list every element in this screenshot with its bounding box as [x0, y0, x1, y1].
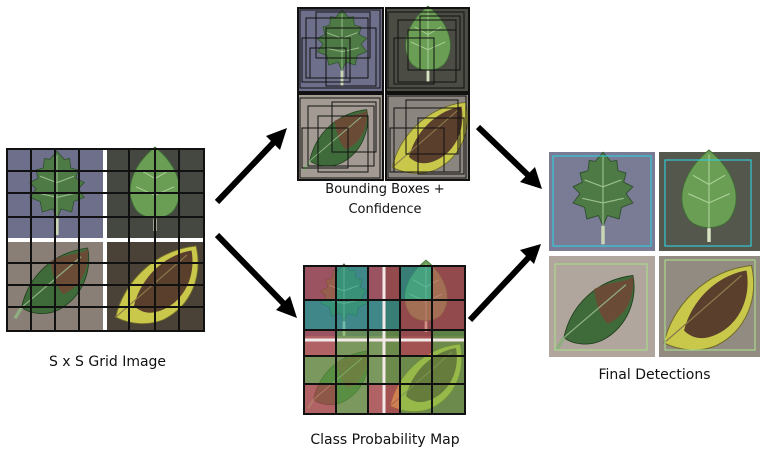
arrow-grid-to-boxes [214, 128, 287, 205]
class-overlays [304, 266, 465, 414]
final-detections-caption: Final Detections [598, 367, 711, 383]
arrow-boxes-to-detections [475, 124, 542, 189]
grid-image-caption: S x S Grid Image [48, 354, 167, 370]
grid-lines [6, 148, 205, 332]
class-probability-map-caption: Class Probability Map [310, 432, 460, 448]
final-detections-image [549, 148, 760, 357]
bounding-boxes-caption-line2: Confidence [348, 202, 422, 217]
class-probability-map [303, 258, 466, 415]
arrow-grid-to-classmap [214, 232, 297, 318]
bounding-boxes-caption: Bounding Boxes + Confidence [290, 180, 480, 220]
arrow-classmap-to-detections [467, 244, 541, 323]
bounding-boxes-caption-line1: Bounding Boxes + [325, 182, 445, 197]
detection-boxes [552, 155, 756, 351]
grid-image [6, 145, 205, 332]
bounding-boxes-image [297, 4, 470, 181]
candidate-boxes [299, 9, 467, 179]
